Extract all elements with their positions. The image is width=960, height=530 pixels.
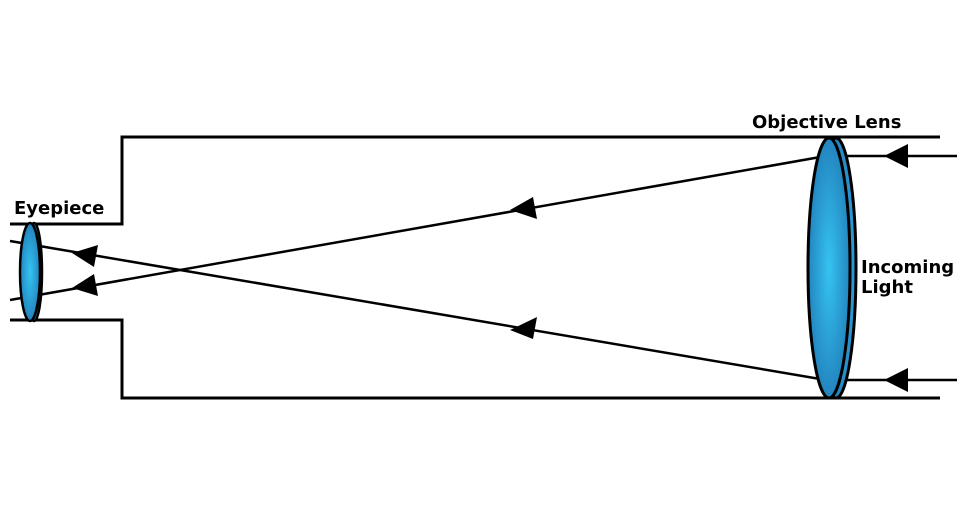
eyepiece-lens: [18, 221, 44, 323]
tube-top-outline: [10, 135, 940, 226]
objective-lens-face: [806, 136, 852, 400]
incoming-light-label-line1: Incoming: [861, 257, 955, 278]
incoming-light-label-line2: Light: [861, 277, 913, 298]
arrow-upper-ray-mid-icon: [510, 197, 537, 219]
eyepiece-label: Eyepiece: [14, 198, 105, 219]
ray-arrows: [72, 144, 908, 392]
arrow-incoming-top-icon: [884, 144, 908, 168]
arrow-upper-ray-near-eyepiece-icon: [72, 274, 98, 296]
ray-top-to-eyepiece: [9, 154, 827, 302]
eyepiece-lens-face: [18, 221, 42, 323]
arrow-incoming-bottom-icon: [884, 368, 908, 392]
objective-lens-label: Objective Lens: [752, 112, 902, 133]
incoming-light-label: Incoming Light: [861, 258, 954, 298]
arrow-lower-ray-mid-icon: [510, 317, 537, 339]
ray-bottom-to-eyepiece: [9, 239, 827, 382]
light-rays: [9, 154, 957, 382]
telescope-tube: [10, 135, 940, 400]
arrow-lower-ray-near-eyepiece-icon: [72, 245, 98, 267]
objective-lens: [806, 136, 858, 400]
tube-bottom-outline: [10, 318, 940, 400]
